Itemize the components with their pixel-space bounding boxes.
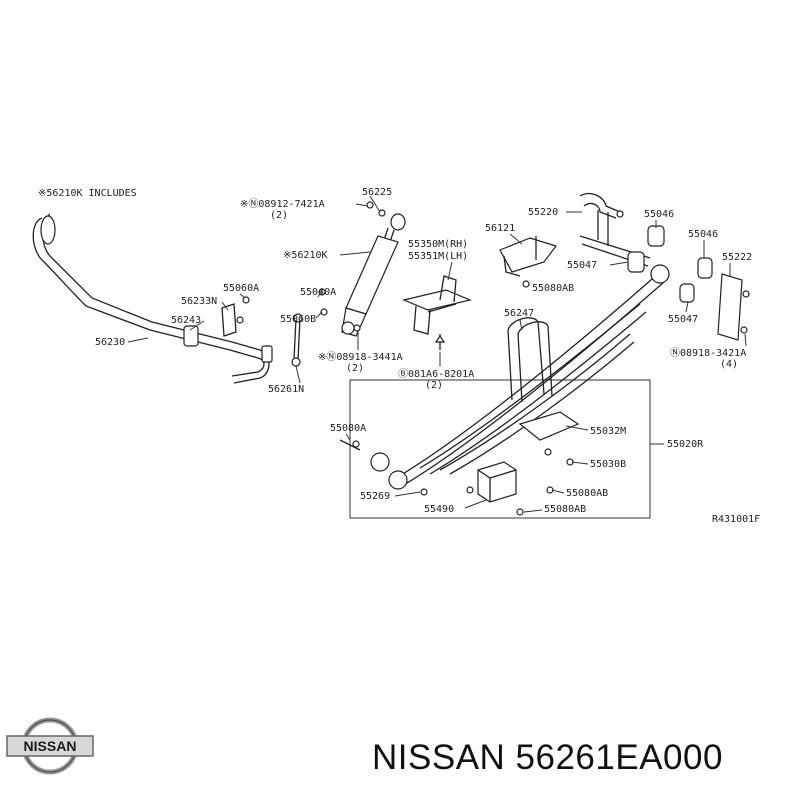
label-56261n: 56261N — [268, 384, 304, 395]
label-55080ab-upper: 55080AB — [532, 283, 574, 294]
label-55080ab-middle: 55080AB — [566, 488, 608, 499]
label-55222: 55222 — [722, 252, 752, 263]
logo-text: NISSAN — [24, 738, 77, 754]
label-55350m-rh: 55350M(RH) — [408, 239, 468, 250]
label-55047-left: 55047 — [567, 260, 597, 271]
header-fragment-left: ※56210K INCLUDES — [38, 188, 137, 199]
label-56247: 56247 — [504, 308, 534, 319]
shock-absorber — [341, 201, 406, 337]
header-fragment-top-ref: 56225 — [362, 187, 392, 198]
label-08912-7421a: ※Ⓝ08912-7421A — [240, 198, 325, 210]
spring-front-hanger — [499, 236, 557, 288]
label-55269: 55269 — [360, 491, 390, 502]
label-08918-3421a: Ⓝ08918-3421A — [670, 347, 746, 359]
part-number-title: NISSAN 56261EA000 — [372, 738, 723, 777]
label-55060b: 55060B — [280, 314, 316, 325]
label-55220: 55220 — [528, 207, 558, 218]
leaf-spring — [339, 264, 670, 516]
label-08918-3421a-qty: (4) — [720, 359, 738, 370]
nissan-logo: NISSAN — [6, 717, 94, 775]
label-55046-top: 55046 — [644, 209, 674, 220]
label-56230: 56230 — [95, 337, 125, 348]
label-56233n: 56233N — [181, 296, 217, 307]
diagram-reference-code: R431001F — [712, 514, 760, 525]
label-56121: 56121 — [485, 223, 515, 234]
label-55080ab-lower: 55080AB — [544, 504, 586, 515]
stabilizer-bar — [32, 213, 273, 384]
label-55020r: 55020R — [667, 439, 704, 450]
label-55080a: 55080A — [330, 423, 366, 434]
stabilizer-bracket — [221, 296, 250, 337]
label-081a6-8201a: Ⓑ081A6-8201A — [398, 368, 474, 380]
label-55060a: 55060A — [223, 283, 259, 294]
label-55030b: 55030B — [590, 459, 626, 470]
label-08912-qty: (2) — [270, 210, 288, 221]
label-55047-right: 55047 — [668, 314, 698, 325]
label-55046-right: 55046 — [688, 229, 718, 240]
leaf-spring-callout-box — [349, 379, 651, 519]
label-08918-3441a: ※Ⓝ08918-3441A — [318, 351, 403, 363]
label-08918-3441a-qty: (2) — [346, 363, 364, 374]
label-55490: 55490 — [424, 504, 454, 515]
stabilizer-link — [291, 288, 328, 367]
label-081a6-qty: (2) — [425, 380, 443, 391]
label-55032m: 55032M — [590, 426, 626, 437]
shock-mount-bracket — [402, 275, 472, 350]
label-56210k: ※56210K — [283, 250, 328, 261]
label-56243: 56243 — [171, 315, 201, 326]
label-55040a: 55040A — [300, 287, 336, 298]
label-55351m-lh: 55351M(LH) — [408, 251, 468, 262]
